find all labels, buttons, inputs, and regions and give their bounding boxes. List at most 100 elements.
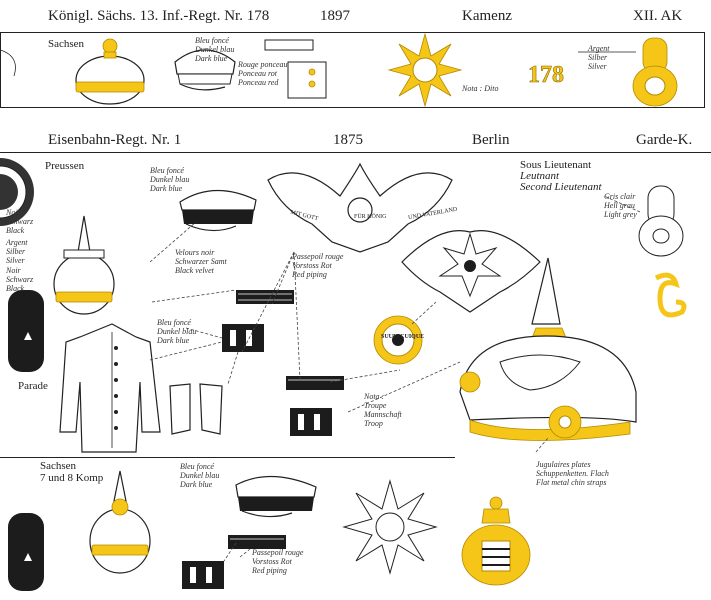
cipher-monogram-icon (654, 272, 687, 318)
collar-patch-1 (287, 61, 327, 99)
tunic-skirt-icon (169, 383, 223, 435)
label-fr: Troupe (364, 401, 387, 410)
section3-state-block: Sachsen 7 und 8 Komp (40, 460, 103, 484)
section1-band-color: Rouge ponceau Ponceau rot Ponceau red (238, 60, 288, 87)
label-en: Dark blue (150, 184, 183, 193)
label-fr: Bleu foncé (195, 36, 229, 45)
shoulder-strap-icon-2 (286, 376, 344, 390)
crown-color-3: Noir Schwarz Black (6, 266, 33, 293)
rank-fr: Sous Lieutenant (520, 159, 592, 171)
rank-en: Second Lieutenant (520, 181, 602, 193)
parade-plume-icon-2 (8, 513, 44, 591)
guard-star-eagle-icon (401, 230, 541, 313)
label-de: Schwarzer Samt (175, 257, 227, 266)
label-de: Dunkel blau (150, 175, 190, 184)
pickelhaube-icon-2 (53, 215, 115, 315)
section1-year: 1897 (320, 8, 350, 24)
label-en: Silver (588, 62, 607, 71)
visor-cap-icon-3 (235, 475, 317, 518)
parade-label: Parade (18, 380, 48, 392)
section2-rule (0, 152, 711, 153)
sunburst-star-icon (387, 32, 463, 108)
section1-metal: Argent Silber Silver (588, 44, 609, 71)
label-en: Troop (364, 419, 383, 428)
section3-cap-color: Bleu foncé Dunkel blau Dark blue (180, 462, 219, 489)
label-en: Dark blue (180, 480, 213, 489)
crown-color-1: Noir Schwarz Black (6, 208, 33, 235)
label-de: Dunkel blau (195, 45, 235, 54)
section3-rule (0, 457, 455, 458)
section1-city: Kamenz (462, 8, 512, 24)
label-fr: Argent (6, 238, 28, 247)
label-en: Silver (6, 256, 25, 265)
section1-state: Sachsen (48, 38, 85, 50)
section2-cap-color: Bleu foncé Dunkel blau Dark blue (150, 166, 189, 193)
label-en: Light grey (604, 210, 637, 219)
collar-patch-icon-1 (222, 324, 264, 352)
label-fr: Gris clair (604, 192, 636, 201)
collar-patch-icon-2 (290, 408, 332, 436)
label-fr: Noir (6, 266, 21, 275)
shoulder-color-label: Gris clair Hell grau Light grey (604, 192, 637, 219)
label-de: Dunkel blau (157, 327, 197, 336)
label-en: Ponceau red (238, 78, 279, 87)
section2-year: 1875 (333, 132, 363, 148)
label-de: Ponceau rot (238, 69, 278, 78)
shoulder-board-icon (638, 185, 684, 257)
suum-cuique-badge-icon (373, 315, 423, 365)
collar-patch-icon-3 (182, 561, 224, 589)
section3-state: Sachsen (40, 460, 77, 472)
label-en: Red piping (252, 566, 287, 575)
label-fr: Passepoil rouge (292, 252, 344, 261)
label-fr: Bleu foncé (157, 318, 191, 327)
saxon-crest-icon (461, 496, 531, 586)
section1-cap-color: Bleu foncé Dunkel blau Dark blue (195, 36, 234, 63)
label-de: Dunkel blau (180, 471, 220, 480)
section3-piping: Passepoil rouge Vorstoss Rot Red piping (252, 548, 303, 575)
tunic-icon (59, 323, 161, 453)
label-en: Black velvet (175, 266, 214, 275)
label-en: Flat metal chin straps (536, 478, 607, 487)
regiment-number: 178 (528, 62, 565, 89)
label-fr: Rouge ponceau (238, 60, 288, 69)
red-piping-label: Passepoil rouge Vorstoss Rot Red piping (292, 252, 343, 279)
chin-strap-label: Jugulaires plates Schuppenketten. Flach … (536, 460, 609, 487)
tunic-color-label: Bleu foncé Dunkel blau Dark blue (157, 318, 196, 345)
section1-corps: XII. AK (633, 8, 683, 24)
label-en: Black (6, 284, 25, 293)
label-en: Red piping (292, 270, 327, 279)
visor-cap-icon-2 (179, 189, 257, 232)
shoulder-strap-icon (236, 290, 294, 304)
label-fr: Passepoil rouge (252, 548, 304, 557)
label-de: Schwarz (6, 275, 34, 284)
label-fr: Bleu foncé (150, 166, 184, 175)
section1-regiment: Königl. Sächs. 13. Inf.-Regt. Nr. 178 (48, 8, 270, 24)
label-de: Schuppenketten. Flach (536, 469, 609, 478)
label-de: Mannschaft (364, 410, 402, 419)
shoulder-strap-1 (264, 39, 314, 51)
section3-companies: 7 und 8 Komp (40, 472, 104, 484)
label-en: Dark blue (195, 54, 228, 63)
section2-rank: Sous Lieutenant Leutnant Second Lieutena… (520, 160, 602, 193)
pickelhaube-icon-3 (89, 470, 151, 574)
label-fr: Jugulaires plates (536, 460, 591, 469)
label-de: Silber (6, 247, 26, 256)
shoulder-strap-icon-3 (228, 535, 286, 549)
section2-state: Preussen (45, 160, 85, 172)
section2-regiment: Eisenbahn-Regt. Nr. 1 (48, 132, 182, 148)
rosette-partial-icon (0, 49, 16, 77)
label-de: Vorstoss Rot (252, 557, 292, 566)
label-fr: Noir (6, 208, 21, 217)
label-de: Silber (588, 53, 608, 62)
velvet-label: Velours noir Schwarzer Samt Black velvet (175, 248, 227, 275)
crown-color-2: Argent Silber Silver (6, 238, 27, 265)
label-de: Vorstoss Rot (292, 261, 332, 270)
section1-note: Nota : Dito (462, 84, 499, 93)
section2-corps: Garde-K. (636, 132, 693, 148)
label-fr: Bleu foncé (180, 462, 214, 471)
cockade-rosette-icon (0, 158, 34, 226)
officer-pickelhaube-icon (459, 257, 637, 441)
label-fr: Velours noir (175, 248, 215, 257)
section2-drawings (0, 158, 687, 453)
label-fr: Argent (588, 44, 610, 53)
